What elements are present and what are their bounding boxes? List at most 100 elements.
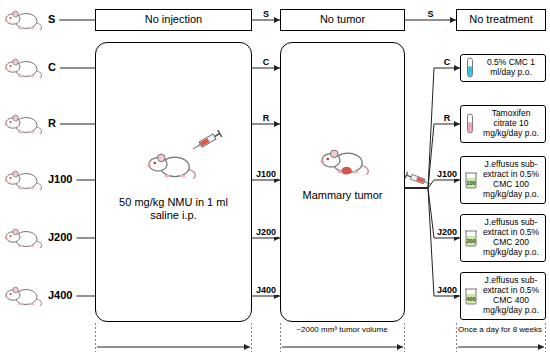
node-text: S bbox=[48, 13, 55, 26]
gavage-syringe-icon bbox=[405, 172, 432, 187]
stage-panel: Mammary tumor bbox=[280, 42, 405, 322]
treatment-box: J.effusus sub-extract in 0.5% CMC 200 mg… bbox=[460, 214, 546, 261]
node-text: J.effusus sub-extract in 0.5% CMC 200 mg… bbox=[480, 218, 542, 257]
connector bbox=[405, 188, 460, 296]
rat-icon bbox=[5, 287, 42, 306]
node-text: R bbox=[48, 117, 56, 130]
node-text: 0.5% CMC 1 ml/day p.o. bbox=[480, 58, 542, 78]
tube-liquid bbox=[468, 122, 472, 133]
connector bbox=[405, 188, 460, 238]
tube-liquid bbox=[468, 66, 472, 77]
rat-icon bbox=[5, 59, 42, 78]
dashed-guide bbox=[280, 323, 281, 352]
group-label: S bbox=[46, 12, 57, 27]
node-text: J100 bbox=[48, 173, 72, 186]
rat-icon bbox=[5, 171, 42, 190]
connector bbox=[60, 124, 95, 125]
treatment-box: J.effusus sub-extract in 0.5% CMC 400 mg… bbox=[460, 272, 546, 319]
connector bbox=[252, 296, 280, 297]
timeline-label: Once a day for 8 weeks bbox=[457, 326, 543, 335]
connector bbox=[76, 296, 95, 297]
connector bbox=[252, 238, 280, 239]
edge-label: R bbox=[443, 114, 452, 123]
connector bbox=[60, 68, 95, 69]
group-label: J200 bbox=[46, 230, 74, 245]
rat-icon bbox=[5, 115, 42, 134]
connector bbox=[252, 20, 280, 21]
tube-glass bbox=[468, 114, 473, 133]
timeline-arrow bbox=[282, 347, 403, 348]
edge-label: C bbox=[262, 58, 271, 67]
stage-box: No injection bbox=[95, 9, 252, 30]
timeline-arrow bbox=[458, 347, 544, 348]
tube-icon bbox=[464, 113, 476, 135]
dashed-guide bbox=[545, 323, 546, 352]
dashed-guide bbox=[95, 323, 96, 352]
timeline-label: ~2000 mm³ tumor volume bbox=[295, 326, 388, 335]
node-text: Mammary tumor bbox=[289, 189, 396, 202]
dashed-guides bbox=[96, 323, 546, 352]
edge-label: R bbox=[262, 114, 271, 123]
rat-icon bbox=[5, 11, 42, 30]
beaker-icon bbox=[464, 171, 478, 189]
rat-icon bbox=[5, 229, 42, 248]
connector bbox=[405, 180, 460, 188]
node-text: J400 bbox=[48, 289, 72, 302]
rat-icon bbox=[148, 154, 196, 178]
timeline-arrow bbox=[97, 347, 250, 348]
beaker-icon bbox=[464, 229, 478, 247]
edge-label: J100 bbox=[255, 170, 277, 179]
connector bbox=[405, 124, 460, 188]
edge-label: J100 bbox=[436, 170, 458, 179]
node-text: J.effusus sub-extract in 0.5% CMC 100 mg… bbox=[480, 160, 542, 199]
node-text: C bbox=[48, 61, 56, 74]
node-text: J.effusus sub-extract in 0.5% CMC 400 mg… bbox=[480, 276, 542, 315]
edge-label: J400 bbox=[436, 286, 458, 295]
tumor-mark bbox=[341, 167, 351, 175]
group-label: J100 bbox=[46, 172, 74, 187]
node-text: 50 mg/kg NMU in 1 ml saline i.p. bbox=[104, 196, 243, 222]
edge-label: J200 bbox=[255, 228, 277, 237]
connector bbox=[59, 20, 95, 21]
edge-label: C bbox=[443, 58, 452, 67]
beaker-liquid bbox=[466, 236, 475, 246]
node-text: J200 bbox=[48, 231, 72, 244]
beaker-liquid bbox=[466, 178, 475, 188]
edge-label: S bbox=[262, 10, 270, 19]
connector bbox=[76, 238, 95, 239]
dashed-guide bbox=[404, 323, 405, 352]
treatment-box: 0.5% CMC 1 ml/day p.o. bbox=[460, 54, 546, 82]
stage-box: No tumor bbox=[280, 9, 405, 30]
stage-box: No treatment bbox=[456, 9, 546, 30]
connector bbox=[405, 20, 456, 21]
connector bbox=[76, 180, 95, 181]
edge-label: J400 bbox=[255, 286, 277, 295]
node-text: No treatment bbox=[461, 13, 541, 26]
node-text: No tumor bbox=[285, 13, 400, 26]
node-text: Tamoxifen citrate 10 mg/kg/day p.o. bbox=[480, 109, 542, 138]
stage-panel: 50 mg/kg NMU in 1 ml saline i.p. bbox=[95, 42, 252, 322]
rat-icon bbox=[321, 150, 369, 174]
beaker-glass bbox=[465, 231, 477, 246]
timeline-arrows bbox=[97, 347, 544, 348]
treatment-box: J.effusus sub-extract in 0.5% CMC 100 mg… bbox=[460, 156, 546, 203]
beaker-glass bbox=[465, 173, 477, 188]
edge-label: S bbox=[426, 10, 434, 19]
beaker-icon bbox=[464, 287, 478, 305]
syringe-icon bbox=[191, 130, 222, 152]
edge-label: J200 bbox=[436, 228, 458, 237]
beaker-glass bbox=[465, 289, 477, 304]
group-label: R bbox=[46, 116, 58, 131]
node-text: No injection bbox=[100, 13, 247, 26]
connector bbox=[405, 68, 460, 188]
group-label: J400 bbox=[46, 288, 74, 303]
connector bbox=[252, 124, 280, 125]
tumor-rat-icon bbox=[321, 150, 369, 174]
group-label: C bbox=[46, 60, 58, 75]
beaker-liquid bbox=[466, 294, 475, 304]
connector bbox=[252, 68, 280, 69]
connector bbox=[252, 180, 280, 181]
dashed-guide bbox=[456, 323, 457, 352]
